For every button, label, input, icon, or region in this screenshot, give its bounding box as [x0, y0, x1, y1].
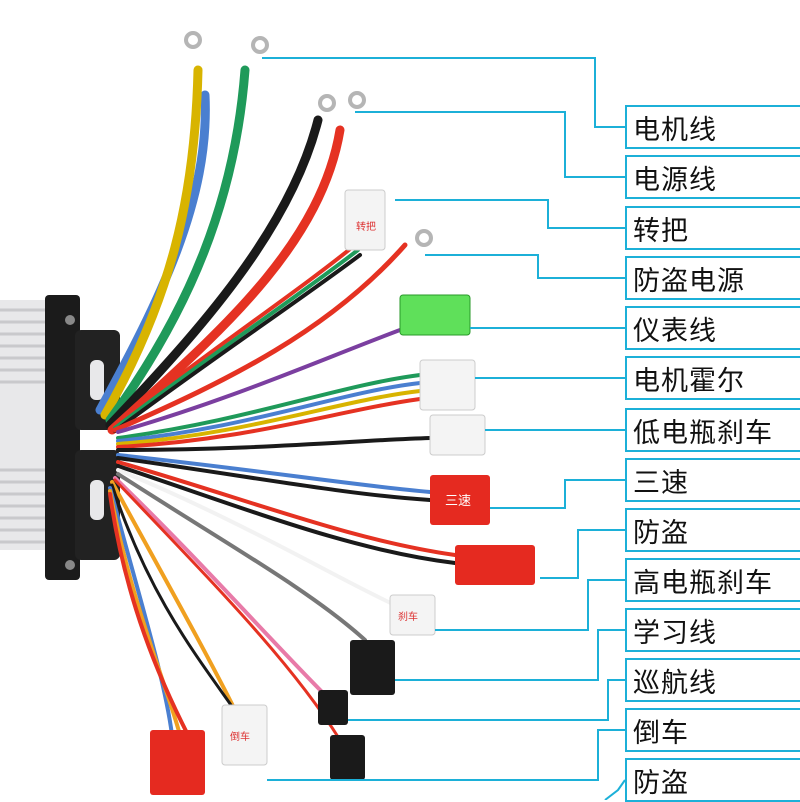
throttle-connector [344, 189, 386, 251]
label-motor-hall-text: 电机霍尔 [633, 365, 745, 397]
reverse-connector [221, 704, 268, 766]
label-cruise-wire: 巡航线 [625, 658, 800, 702]
hall-wire-yellow [116, 389, 422, 446]
label-low-brake: 低电瓶刹车 [625, 408, 800, 452]
label-three-speed: 三速 [625, 458, 800, 502]
antitheft-power-wire [112, 242, 408, 433]
label-motor-wire: 电机线 [625, 105, 800, 149]
three-speed-connector [430, 475, 490, 525]
throttle-wire-red [113, 243, 357, 427]
label-throttle-text: 转把 [633, 215, 689, 247]
cruise-connector [318, 690, 348, 725]
high-brake-connector [389, 594, 436, 636]
reverse-wire-orange [110, 480, 237, 712]
label-cruise-wire-text: 巡航线 [633, 667, 717, 699]
label-motor-hall: 电机霍尔 [625, 356, 800, 400]
label-antitheft-text: 防盗 [633, 517, 689, 549]
bottom-wire-blue [108, 486, 174, 737]
high-brake-connector-label: 刹车 [398, 610, 418, 623]
reverse-connector-label: 倒车 [230, 730, 250, 743]
leader-lines [262, 57, 626, 800]
meter-connector [399, 294, 471, 336]
label-power-wire-text: 电源线 [633, 164, 717, 196]
label-learn-wire: 学习线 [625, 608, 800, 652]
label-motor-wire-text: 电机线 [633, 114, 717, 146]
three-speed-wire-blue [116, 453, 432, 494]
label-throttle: 转把 [625, 206, 800, 250]
label-three-speed-text: 三速 [633, 467, 689, 499]
label-antitheft-power: 防盗电源 [625, 256, 800, 300]
connectors: 转把 三速 刹车 倒车 [150, 189, 535, 795]
label-reverse: 倒车 [625, 708, 800, 752]
motor-wire-yellow [100, 65, 203, 420]
learn-wire-gray [116, 472, 367, 642]
throttle-wire-green [113, 248, 360, 430]
low-brake-wire [116, 436, 432, 452]
hall-connector [419, 359, 476, 411]
antitheft-wire-red [116, 460, 457, 557]
ring-terminals [184, 31, 433, 247]
label-power-wire: 电源线 [625, 155, 800, 199]
three-speed-wire-black [116, 456, 432, 502]
power-wire-black [105, 115, 323, 430]
three-speed-connector-label: 三速 [445, 494, 471, 509]
label-reverse-text: 倒车 [633, 717, 689, 749]
antitheft-wire-black [116, 464, 457, 565]
bottom-red-connector [150, 730, 205, 795]
label-high-brake-text: 高电瓶刹车 [633, 567, 773, 599]
wire-bundle [95, 65, 457, 742]
label-antitheft: 防盗 [625, 508, 800, 552]
label-antitheft-2-text: 防盗 [633, 767, 689, 799]
controller-body [0, 295, 120, 580]
antitheft2-connector [330, 735, 365, 780]
label-antitheft-2: 防盗 [625, 758, 800, 802]
power-wire-red [107, 125, 345, 435]
cruise-wire-pink [113, 476, 332, 702]
learn-connector [350, 640, 395, 695]
antitheft-connector [455, 545, 535, 585]
low-brake-connector [429, 414, 486, 456]
hall-wire-green [116, 373, 422, 440]
throttle-connector-label: 转把 [356, 220, 376, 233]
label-meter-wire-text: 仪表线 [633, 315, 717, 347]
hall-wire-blue [116, 381, 422, 443]
label-high-brake: 高电瓶刹车 [625, 558, 800, 602]
high-brake-wire [116, 468, 397, 607]
bottom-wire-red [108, 492, 190, 737]
label-learn-wire-text: 学习线 [633, 617, 717, 649]
hall-wire-red [116, 397, 422, 449]
motor-wire-green [105, 65, 250, 425]
label-low-brake-text: 低电瓶刹车 [633, 417, 773, 449]
label-antitheft-power-text: 防盗电源 [633, 265, 745, 297]
label-meter-wire: 仪表线 [625, 306, 800, 350]
reverse-wire-black [110, 483, 240, 717]
meter-wire-purple [116, 328, 402, 434]
throttle-wire-black [113, 253, 362, 433]
